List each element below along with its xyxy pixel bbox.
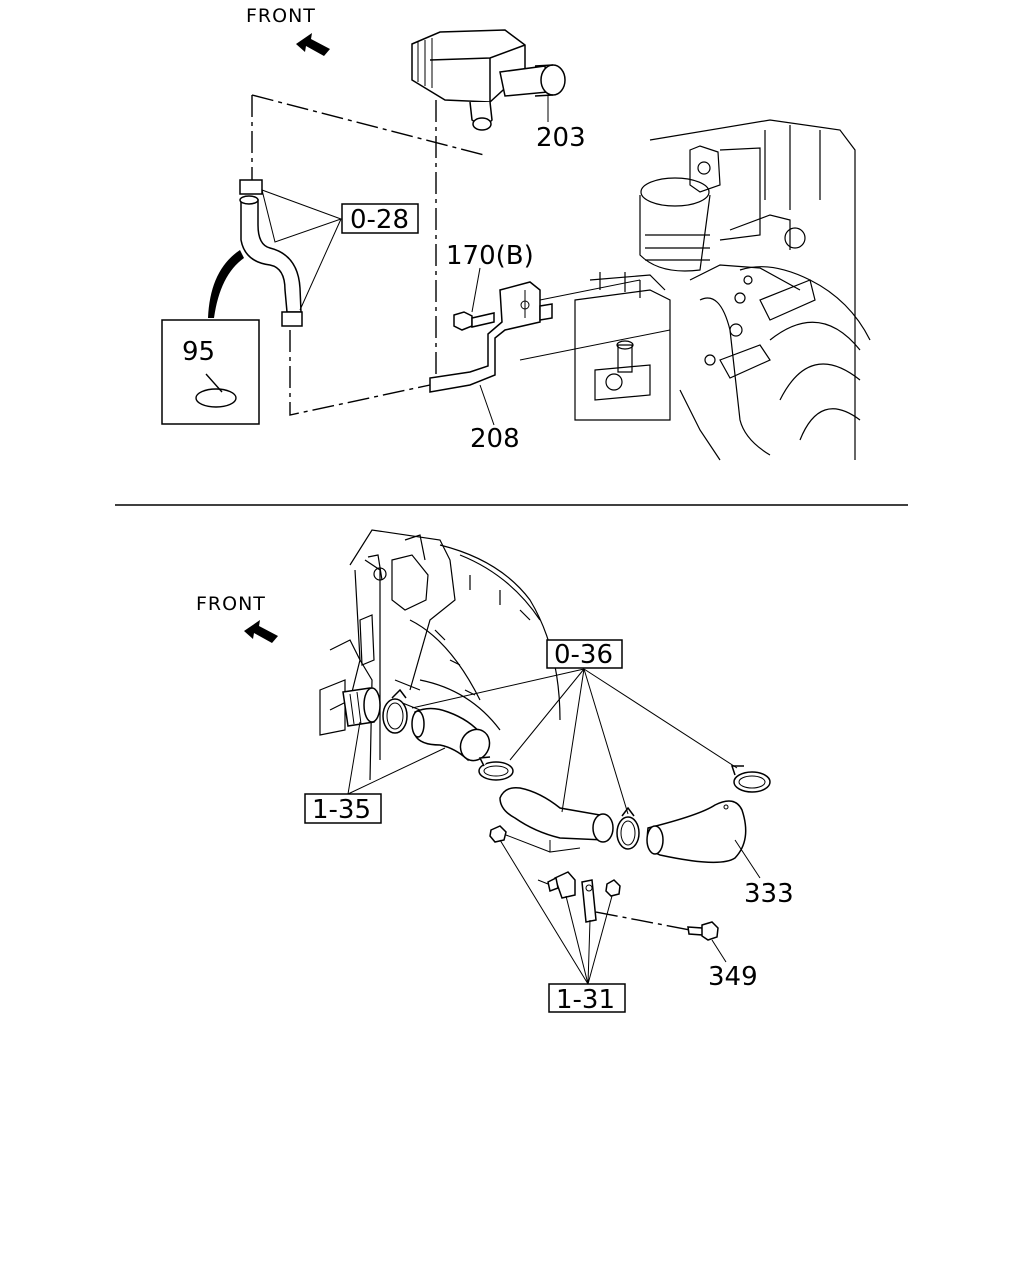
cable-tie-icon	[195, 373, 237, 408]
guide-line-diag	[251, 94, 485, 156]
leaders-1-35	[347, 721, 446, 795]
ref-box-0-28-text: 0-28	[350, 205, 409, 235]
bolt-349	[687, 921, 719, 941]
bracket-guide-2	[519, 329, 671, 361]
hose-333	[646, 800, 747, 864]
ref-box-1-35	[304, 793, 382, 824]
radiator-outlet	[342, 687, 381, 727]
label-208: 208	[470, 424, 520, 454]
label-203: 203	[536, 123, 586, 153]
radiator-sketch	[319, 529, 561, 781]
top-diagram: FRONT 203 0-28	[161, 5, 871, 461]
label-333: 333	[744, 879, 794, 909]
ref-box-0-28	[341, 203, 419, 234]
guide-line-bottom	[289, 330, 431, 416]
bottom-front-label: FRONT	[196, 593, 266, 615]
label-170b: 170(B)	[446, 241, 534, 271]
leaders-1-31	[499, 839, 613, 985]
intermediate-pipe	[499, 786, 614, 853]
fitting-guide-1	[505, 834, 551, 853]
clamp-2	[478, 756, 514, 781]
bottom-front-arrow-icon	[244, 620, 278, 643]
clamp-1	[382, 688, 408, 734]
inset-box	[161, 319, 260, 425]
inset-pointer-icon	[208, 250, 244, 318]
fitting-guide-2	[537, 879, 549, 885]
top-front-label: FRONT	[246, 5, 316, 27]
leader-170b	[471, 267, 481, 313]
leaders-0-36	[411, 668, 738, 815]
elbow-hose	[411, 707, 491, 762]
ref-box-0-36	[546, 639, 623, 669]
label-349: 349	[708, 962, 758, 992]
engine-block-top	[574, 119, 871, 461]
leader-349	[711, 939, 727, 963]
inset-label-95: 95	[182, 337, 215, 367]
leader-028-b	[299, 218, 342, 311]
ref-box-0-36-text: 0-36	[554, 640, 613, 670]
ref-box-1-31	[548, 983, 626, 1013]
bolt-guide-line	[595, 911, 691, 931]
ref-box-1-35-text: 1-35	[312, 795, 371, 825]
bolt-170b	[453, 311, 495, 331]
leader-208	[479, 384, 495, 426]
fittings-1-31	[489, 825, 621, 923]
leader-333	[734, 839, 761, 879]
top-front-arrow-icon	[296, 33, 330, 56]
clamp-4	[730, 765, 771, 793]
small-hose	[239, 179, 303, 327]
clamp-3	[616, 806, 640, 850]
leader-028	[261, 189, 343, 243]
ref-box-1-31-text: 1-31	[556, 985, 615, 1015]
bracket-guide-1	[539, 279, 641, 301]
bracket-208	[429, 281, 553, 393]
bottom-diagram: FRONT	[196, 529, 794, 1015]
sensor-unit-203	[411, 29, 566, 131]
